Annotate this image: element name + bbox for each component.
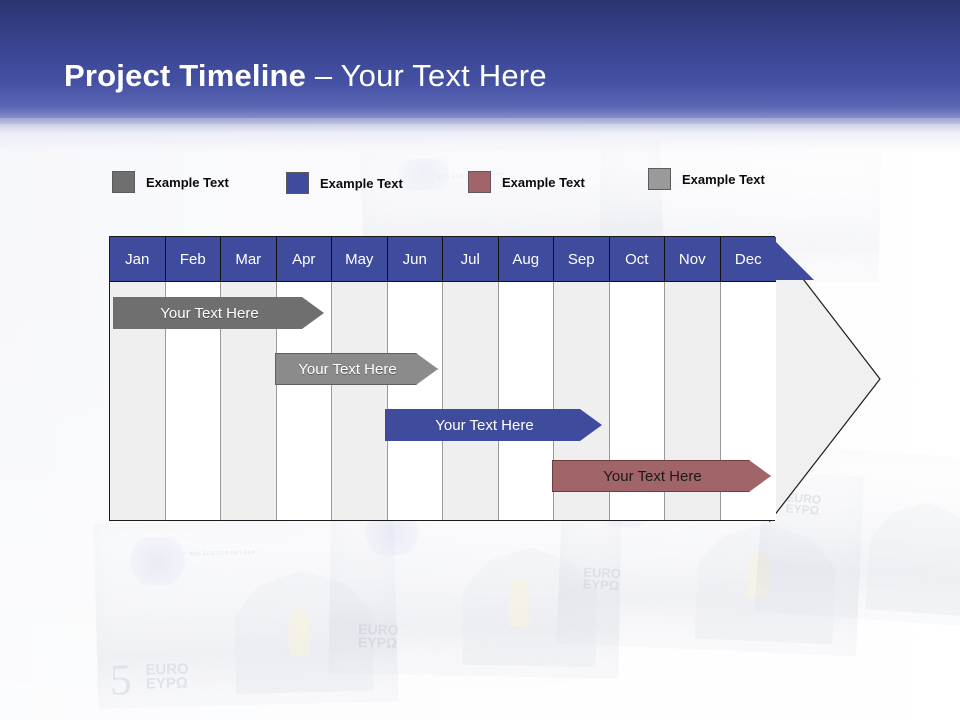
month-header-jan[interactable]: Jan [110, 237, 166, 282]
banknote-denomination: 5 [109, 654, 133, 705]
banknote-window [287, 607, 311, 656]
timeline-chart: Jan Feb Mar Apr May Jun Jul Aug Sep Oct … [109, 236, 881, 524]
month-label: Jul [460, 250, 480, 268]
banknote-microtext: ° BCE ECB EZB EKT EKP ° [184, 549, 261, 558]
month-label: Nov [678, 250, 706, 268]
task-bar-4[interactable]: Your Text Here [552, 460, 771, 492]
month-header-dec[interactable]: Dec [720, 237, 776, 282]
month-column-aug [498, 237, 554, 520]
month-header-row: Jan Feb Mar Apr May Jun Jul Aug Sep Oct … [110, 237, 776, 282]
title-band-fade [0, 118, 960, 152]
month-label: Jan [125, 250, 150, 268]
banknote-window [509, 579, 531, 627]
page-title-bold: Project Timeline [64, 58, 307, 93]
legend-item-4[interactable]: Example Text [648, 168, 765, 190]
legend-item-3[interactable]: Example Text [468, 171, 585, 193]
month-label: Apr [292, 250, 316, 268]
month-header-nov[interactable]: Nov [665, 237, 721, 282]
month-label: Jun [402, 250, 427, 268]
month-header-mar[interactable]: Mar [221, 237, 277, 282]
month-column-feb [165, 237, 221, 520]
task-bar-1[interactable]: Your Text Here [113, 297, 324, 329]
month-header-may[interactable]: May [332, 237, 388, 282]
page-title: Project Timeline – Your Text Here [64, 58, 547, 94]
legend-item-1[interactable]: Example Text [112, 171, 229, 193]
legend-item-2[interactable]: Example Text [286, 172, 403, 194]
month-column-jul [443, 237, 499, 520]
legend-swatch-icon [286, 172, 309, 194]
month-label: Sep [567, 250, 595, 268]
legend-swatch-icon [648, 168, 671, 190]
task-bar-3[interactable]: Your Text Here [385, 409, 602, 441]
month-header-feb[interactable]: Feb [165, 237, 221, 282]
month-header-aug[interactable]: Aug [498, 237, 554, 282]
legend-item-label: Example Text [682, 171, 765, 187]
legend-swatch-icon [468, 171, 491, 193]
legend-item-label: Example Text [320, 175, 403, 191]
task-bar-label: Your Text Here [603, 467, 702, 485]
month-header-oct[interactable]: Oct [609, 237, 665, 282]
legend-swatch-icon [112, 171, 135, 193]
month-label: Feb [179, 250, 206, 268]
title-band [0, 0, 960, 124]
month-label: Dec [734, 250, 762, 268]
month-column-jan [110, 237, 166, 520]
month-label: May [345, 250, 374, 268]
month-header-apr[interactable]: Apr [276, 237, 332, 282]
month-label: Aug [512, 250, 540, 268]
task-bar-2[interactable]: Your Text Here [275, 353, 438, 385]
month-label: Oct [625, 250, 649, 268]
legend-item-label: Example Text [502, 174, 585, 190]
month-label: Mar [235, 250, 262, 268]
page-title-rest: – Your Text Here [306, 58, 547, 93]
legend-item-label: Example Text [146, 174, 229, 190]
task-bar-label: Your Text Here [435, 416, 534, 434]
task-bar-label: Your Text Here [298, 360, 397, 378]
month-header-jun[interactable]: Jun [387, 237, 443, 282]
task-bar-label: Your Text Here [160, 304, 259, 322]
euro-stars-emblem [118, 536, 198, 587]
month-header-jul[interactable]: Jul [443, 237, 499, 282]
month-header-sep[interactable]: Sep [554, 237, 610, 282]
